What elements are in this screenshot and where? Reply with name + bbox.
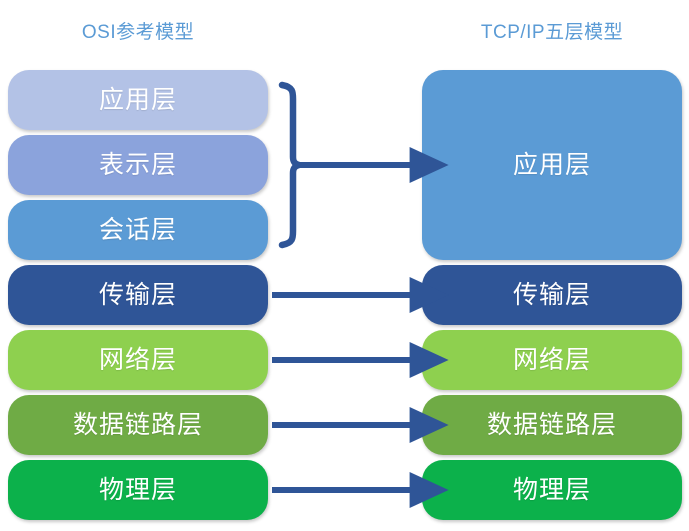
tcpip-layer-transport[interactable]: 传输层: [422, 265, 682, 325]
column-title-tcpip: TCP/IP五层模型: [480, 22, 624, 43]
tcpip-layer-physical-label: 物理层: [512, 475, 591, 504]
osi-layer-network[interactable]: 网络层: [8, 330, 268, 390]
tcpip-layer-datalink[interactable]: 数据链路层: [422, 395, 682, 455]
osi-layer-application-label: 应用层: [98, 85, 177, 114]
osi-layer-physical[interactable]: 物理层: [8, 460, 268, 520]
osi-layer-datalink-label: 数据链路层: [72, 410, 203, 439]
tcpip-layer-physical[interactable]: 物理层: [422, 460, 682, 520]
osi-layer-application[interactable]: 应用层: [8, 70, 268, 130]
osi-layer-datalink[interactable]: 数据链路层: [8, 395, 268, 455]
osi-layer-session-label: 会话层: [98, 215, 177, 244]
brace-application-group-icon: [278, 81, 303, 249]
osi-layer-presentation-label: 表示层: [98, 150, 177, 179]
tcpip-layer-network[interactable]: 网络层: [422, 330, 682, 390]
tcpip-layer-application[interactable]: 应用层: [422, 70, 682, 260]
osi-layer-physical-label: 物理层: [98, 475, 177, 504]
tcpip-layer-application-label: 应用层: [512, 150, 591, 179]
osi-layer-session[interactable]: 会话层: [8, 200, 268, 260]
tcpip-layer-transport-label: 传输层: [512, 280, 591, 309]
osi-layer-transport-label: 传输层: [98, 280, 177, 309]
osi-layer-network-label: 网络层: [98, 345, 177, 374]
tcpip-layer-datalink-label: 数据链路层: [486, 410, 617, 439]
osi-layer-presentation[interactable]: 表示层: [8, 135, 268, 195]
tcpip-layer-network-label: 网络层: [512, 345, 591, 374]
osi-layer-transport[interactable]: 传输层: [8, 265, 268, 325]
column-title-osi: OSI参考模型: [81, 22, 195, 43]
